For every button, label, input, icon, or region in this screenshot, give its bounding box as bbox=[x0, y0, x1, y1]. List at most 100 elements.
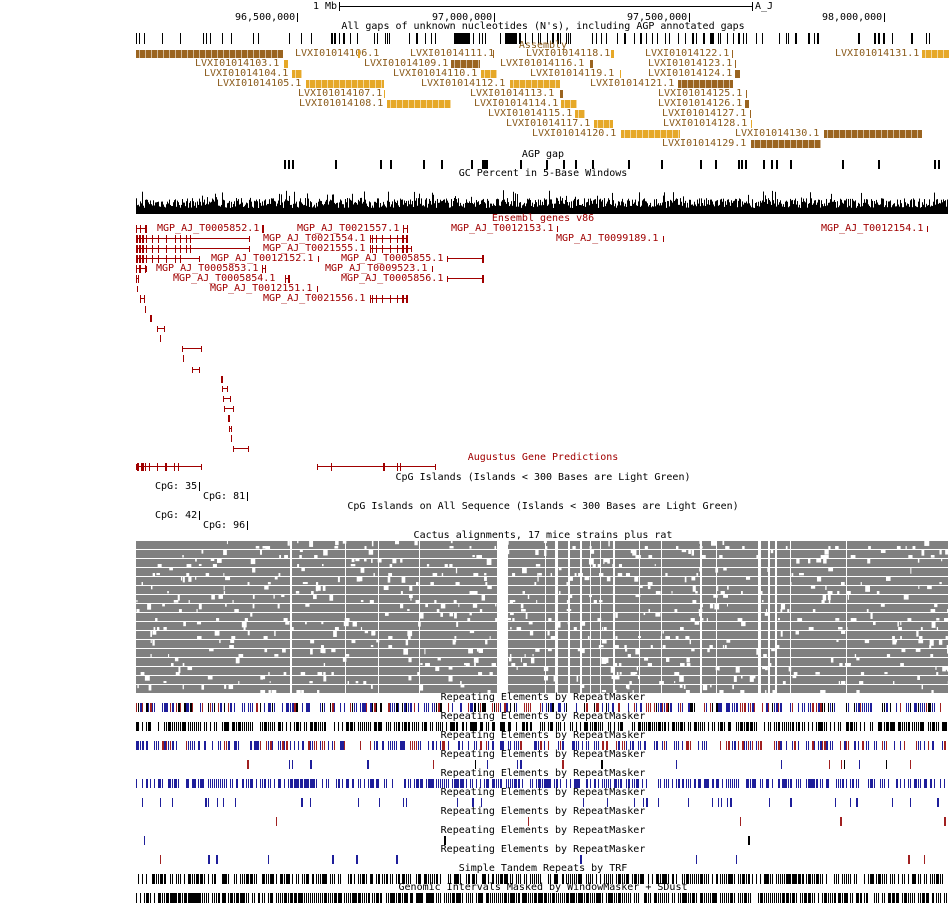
ensembl-transcript-label[interactable]: MGP_AJ_T0012154.1 bbox=[821, 223, 924, 234]
assembly-contig-label[interactable]: LVXI01014131.1 bbox=[835, 48, 920, 59]
agp-gap-track-title[interactable]: AGP gap bbox=[521, 149, 565, 160]
assembly-contig-bar[interactable] bbox=[824, 130, 922, 138]
assembly-contig-label[interactable]: LVXI01014116.1 bbox=[500, 58, 585, 69]
assembly-contig-bar[interactable] bbox=[745, 100, 749, 108]
assembly-contig-label[interactable]: LVXI01014129.1 bbox=[662, 138, 747, 149]
assembly-contig-bar[interactable] bbox=[493, 50, 494, 58]
ensembl-transcript-label[interactable]: MGP_AJ_T0009523.1 bbox=[325, 263, 428, 274]
assembly-contig-label[interactable]: LVXI01014104.1 bbox=[204, 68, 289, 79]
cpg-island-label[interactable]: CpG: 42 bbox=[155, 510, 198, 521]
ensembl-transcript-label[interactable]: MGP_AJ_T0012151.1 bbox=[210, 283, 313, 294]
assembly-contig-label[interactable]: LVXI01014118.1 bbox=[526, 48, 611, 59]
repeatmasker-track-title[interactable]: Repeating Elements by RepeatMasker bbox=[440, 825, 646, 836]
assembly-contig-label[interactable]: LVXI01014108.1 bbox=[299, 98, 384, 109]
ensembl-transcript-label[interactable]: MGP_AJ_T0005853.1 bbox=[156, 263, 259, 274]
assembly-contig-label[interactable]: LVXI01014111.1 bbox=[410, 48, 495, 59]
ensembl-transcript-label[interactable]: MGP_AJ_T0005856.1 bbox=[341, 273, 444, 284]
trf-track-title[interactable]: Simple Tandem Repeats by TRF bbox=[458, 863, 628, 874]
assembly-contig-label[interactable]: LVXI01014130.1 bbox=[735, 128, 820, 139]
assembly-contig-label[interactable]: LVXI01014103.1 bbox=[195, 58, 280, 69]
assembly-contig-label[interactable]: LVXI01014112.1 bbox=[421, 78, 506, 89]
assembly-contig-bar[interactable] bbox=[510, 80, 560, 88]
cpg-island-label[interactable]: CpG: 96 bbox=[203, 520, 246, 531]
ensembl-transcript-label[interactable]: MGP_AJ_T0021555.1 bbox=[263, 243, 366, 254]
assembly-contig-label[interactable]: LVXI01014128.1 bbox=[663, 118, 748, 129]
repeatmasker-track-title[interactable]: Repeating Elements by RepeatMasker bbox=[440, 692, 646, 703]
assembly-contig-bar[interactable] bbox=[620, 70, 621, 78]
repeatmasker-track-title[interactable]: Repeating Elements by RepeatMasker bbox=[440, 844, 646, 855]
ensembl-transcript-label[interactable]: MGP_AJ_T0012153.1 bbox=[451, 223, 554, 234]
repeatmasker-track-title[interactable]: Repeating Elements by RepeatMasker bbox=[440, 806, 646, 817]
assembly-contig-label[interactable]: LVXI01014127.1 bbox=[662, 108, 747, 119]
assembly-contig-bar[interactable] bbox=[451, 60, 480, 68]
assembly-contig-label[interactable]: LVXI01014122.1 bbox=[645, 48, 730, 59]
assembly-contig-label[interactable]: LVXI01014106.1 bbox=[295, 48, 380, 59]
assembly-contig-bar[interactable] bbox=[358, 50, 360, 58]
ensembl-transcript-label[interactable]: MGP_AJ_T0099189.1 bbox=[556, 233, 659, 244]
assembly-contig-bar[interactable] bbox=[136, 50, 283, 58]
augustus-track-title[interactable]: Augustus Gene Predictions bbox=[467, 452, 619, 463]
assembly-contig-label[interactable]: LVXI01014126.1 bbox=[658, 98, 743, 109]
assembly-contig-bar[interactable] bbox=[751, 120, 752, 128]
cpg-island-label[interactable]: CpG: 81 bbox=[203, 491, 246, 502]
assembly-contig-label[interactable]: LVXI01014109.1 bbox=[364, 58, 449, 69]
ensembl-transcript-label[interactable]: MGP_AJ_T0005854.1 bbox=[173, 273, 276, 284]
gaps-track-title[interactable]: All gaps of unknown nucleotides (N's), i… bbox=[341, 21, 745, 32]
ensembl-transcript-label[interactable]: MGP_AJ_T0021554.1 bbox=[263, 233, 366, 244]
assembly-contig-bar[interactable] bbox=[590, 60, 593, 68]
repeatmasker-track-title[interactable]: Repeating Elements by RepeatMasker bbox=[440, 730, 646, 741]
assembly-contig-label[interactable]: LVXI01014114.1 bbox=[474, 98, 559, 109]
repeatmasker-track-title[interactable]: Repeating Elements by RepeatMasker bbox=[440, 768, 646, 779]
assembly-contig-bar[interactable] bbox=[746, 90, 747, 98]
ensembl-transcript-label[interactable]: MGP_AJ_T0005855.1 bbox=[341, 253, 444, 264]
assembly-contig-bar[interactable] bbox=[735, 60, 736, 68]
repeatmasker-track-title[interactable]: Repeating Elements by RepeatMasker bbox=[440, 711, 646, 722]
assembly-contig-bar[interactable] bbox=[306, 80, 384, 88]
assembly-contig-label[interactable]: LVXI01014121.1 bbox=[590, 78, 675, 89]
assembly-contig-bar[interactable] bbox=[292, 70, 302, 78]
assembly-contig-bar[interactable] bbox=[732, 50, 733, 58]
assembly-contig-bar[interactable] bbox=[735, 70, 740, 78]
ensembl-transcript-label[interactable]: MGP_AJ_T0012152.1 bbox=[211, 253, 314, 264]
ensembl-transcript-label[interactable]: MGP_AJ_T0021557.1 bbox=[297, 223, 400, 234]
cpg-all-track-title[interactable]: CpG Islands on All Sequence (Islands < 3… bbox=[347, 501, 739, 512]
assembly-contig-bar[interactable] bbox=[284, 60, 288, 68]
assembly-contig-bar[interactable] bbox=[594, 120, 613, 128]
assembly-contig-bar[interactable] bbox=[611, 50, 614, 58]
assembly-contig-bar[interactable] bbox=[621, 130, 680, 138]
repeatmasker-track-title[interactable]: Repeating Elements by RepeatMasker bbox=[440, 749, 646, 760]
assembly-contig-label[interactable]: LVXI01014107.1 bbox=[298, 88, 383, 99]
assembly-contig-label[interactable]: LVXI01014117.1 bbox=[506, 118, 591, 129]
assembly-track-title[interactable]: Assembly bbox=[518, 40, 568, 51]
assembly-contig-bar[interactable] bbox=[678, 80, 733, 88]
assembly-contig-bar[interactable] bbox=[384, 90, 385, 98]
assembly-contig-label[interactable]: LVXI01014120.1 bbox=[532, 128, 617, 139]
cpg-track-title[interactable]: CpG Islands (Islands < 300 Bases are Lig… bbox=[395, 472, 691, 483]
assembly-contig-bar[interactable] bbox=[575, 110, 585, 118]
assembly-contig-bar[interactable] bbox=[560, 90, 563, 98]
gc-percent-bar bbox=[497, 198, 498, 214]
cpg-island-label[interactable]: CpG: 35 bbox=[155, 481, 198, 492]
ensembl-transcript-label[interactable]: MGP_AJ_T0021556.1 bbox=[263, 293, 366, 304]
assembly-contig-bar[interactable] bbox=[751, 140, 821, 148]
cactus-track-title[interactable]: Cactus alignments, 17 mice strains plus … bbox=[413, 530, 673, 541]
assembly-contig-bar[interactable] bbox=[387, 100, 451, 108]
assembly-contig-label[interactable]: LVXI01014119.1 bbox=[530, 68, 615, 79]
gc-track-title[interactable]: GC Percent in 5-Base Windows bbox=[458, 168, 628, 179]
assembly-contig-bar[interactable] bbox=[922, 50, 949, 58]
assembly-contig-label[interactable]: LVXI01014105.1 bbox=[217, 78, 302, 89]
assembly-contig-bar[interactable] bbox=[750, 110, 751, 118]
assembly-contig-label[interactable]: LVXI01014110.1 bbox=[393, 68, 478, 79]
assembly-contig-label[interactable]: LVXI01014115.1 bbox=[488, 108, 573, 119]
assembly-contig-bar[interactable] bbox=[561, 100, 577, 108]
assembly-contig-label[interactable]: LVXI01014113.1 bbox=[470, 88, 555, 99]
assembly-contig-label[interactable]: LVXI01014125.1 bbox=[658, 88, 743, 99]
ensembl-transcript-label[interactable]: MGP_AJ_T0005852.1 bbox=[157, 223, 260, 234]
assembly-contig-label[interactable]: LVXI01014123.1 bbox=[648, 58, 733, 69]
assembly-contig-label[interactable]: LVXI01014124.1 bbox=[648, 68, 733, 79]
repeat-element bbox=[150, 722, 151, 731]
assembly-contig-bar[interactable] bbox=[481, 70, 497, 78]
windowmasker-track-title[interactable]: Genomic Intervals Masked by WindowMasker… bbox=[398, 882, 688, 893]
ensembl-track-title[interactable]: Ensembl genes v86 bbox=[491, 213, 595, 224]
repeatmasker-track-title[interactable]: Repeating Elements by RepeatMasker bbox=[440, 787, 646, 798]
